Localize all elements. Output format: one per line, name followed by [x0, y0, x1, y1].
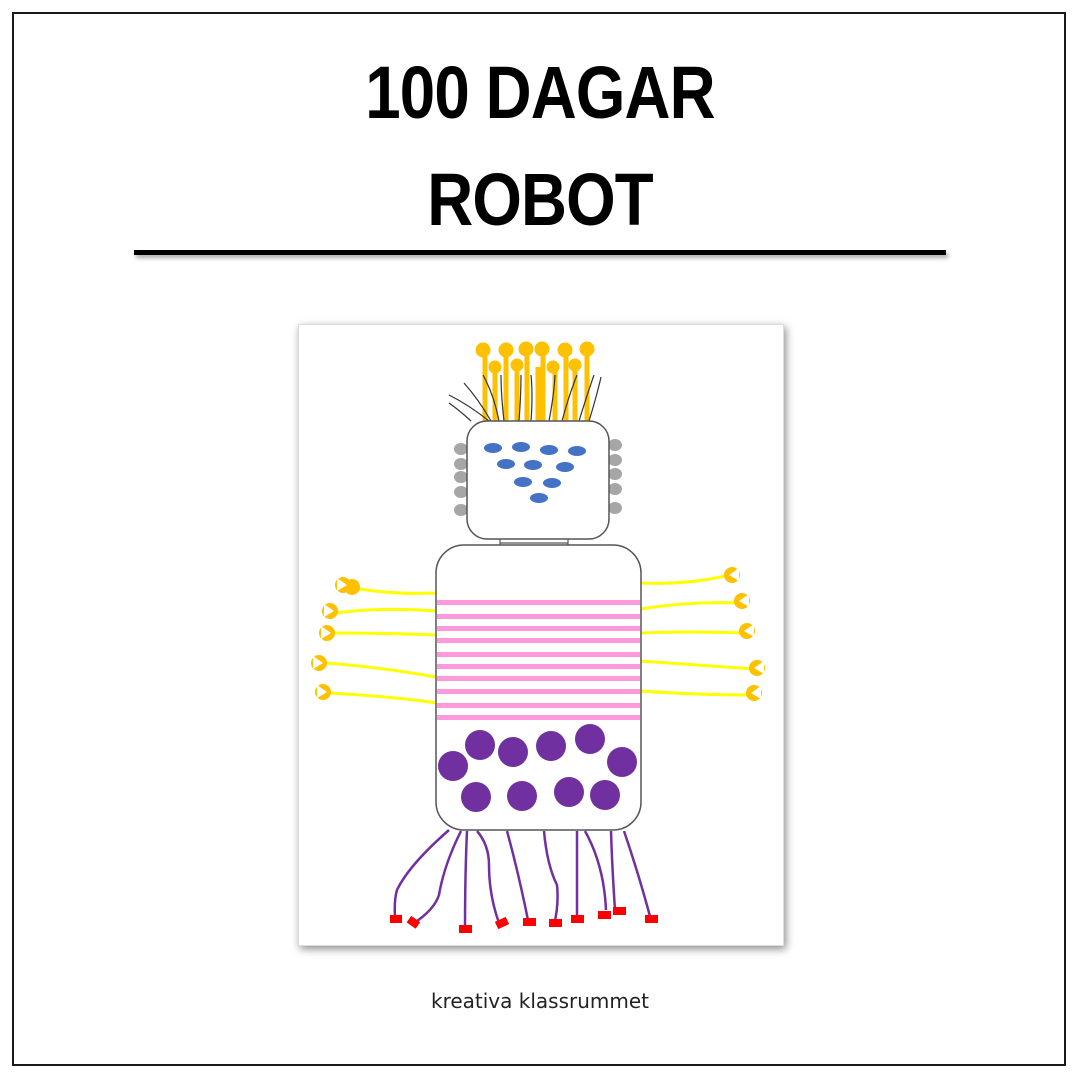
- ear-bumps: [454, 439, 622, 516]
- robot-illustration-card: [298, 324, 784, 946]
- eyes: [484, 442, 586, 503]
- antennas: [475, 341, 595, 421]
- title-line-2: ROBOT: [427, 158, 653, 241]
- caption: kreativa klassrummet: [430, 989, 650, 1013]
- feet: [390, 907, 658, 933]
- robot-drawing: [311, 341, 765, 933]
- title-line-1: 100 DAGAR: [365, 51, 715, 134]
- page-frame: [12, 12, 1066, 1066]
- wires: [448, 374, 602, 422]
- body-circles: [438, 724, 637, 812]
- stripes: [437, 600, 640, 720]
- title-divider: [134, 250, 946, 255]
- legs: [393, 829, 653, 930]
- robot-head: [466, 420, 610, 540]
